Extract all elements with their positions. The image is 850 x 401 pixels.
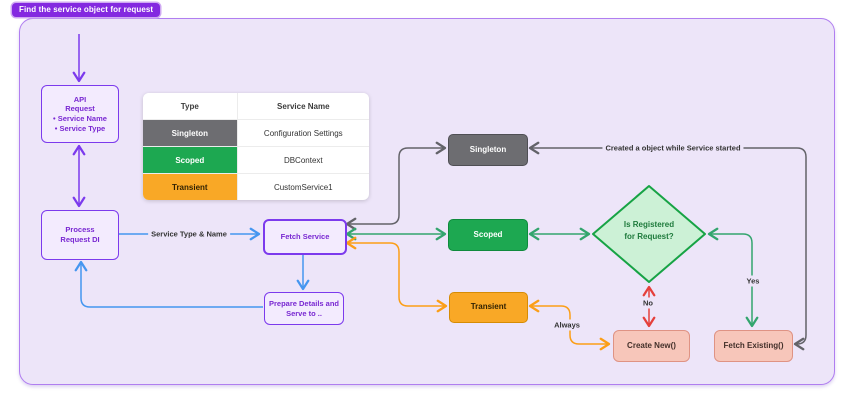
prepare-line: Serve to .. (286, 308, 322, 318)
node-singleton: Singleton (448, 134, 528, 166)
edge-label-yes: Yes (743, 275, 763, 287)
process-line: Request DI (60, 235, 100, 244)
table-row: Transient CustomService1 (143, 174, 369, 200)
scoped-label: Scoped (473, 229, 503, 239)
node-process-request-di: Process Request DI (41, 210, 119, 260)
decision-line: Is Registered (623, 220, 675, 229)
table-cell-type: Scoped (143, 147, 238, 173)
node-transient: Transient (449, 292, 528, 323)
table-header-type: Type (143, 93, 238, 119)
table-cell-service: DBContext (283, 155, 323, 165)
api-request-line: Request (65, 104, 95, 114)
table-cell-service: Configuration Settings (263, 128, 343, 138)
title-badge: Find the service object for request (12, 3, 161, 17)
table-header-row: Type Service Name (143, 93, 369, 120)
table-cell-type: Transient (143, 174, 238, 200)
api-request-bullet: • Service Name (53, 114, 107, 123)
edge-label-no: No (640, 297, 656, 309)
table-cell-service: CustomService1 (273, 182, 333, 192)
create-new-label: Create New() (627, 340, 676, 350)
connector-fetch-singleton (345, 141, 447, 231)
transient-label: Transient (470, 302, 507, 312)
singleton-label: Singleton (469, 144, 507, 154)
table-row: Singleton Configuration Settings (143, 120, 369, 147)
connector-singleton-fetch-existing (528, 141, 807, 351)
node-fetch-service: Fetch Service (263, 219, 347, 255)
node-api-request: API Request • Service Name • Service Typ… (41, 85, 119, 143)
node-create-new: Create New() (613, 330, 690, 362)
node-scoped: Scoped (448, 219, 528, 251)
connector-fetch-transient (345, 236, 448, 313)
edge-label-always: Always (551, 319, 583, 331)
prepare-line: Prepare Details and (268, 298, 340, 308)
api-request-line: API (73, 94, 87, 104)
connector-prepare-process (74, 260, 263, 308)
process-line: Process (65, 225, 95, 235)
decision-line: for Request? (624, 231, 674, 241)
table-header-service-name: Service Name (237, 93, 369, 119)
fetch-service-label: Fetch Service (280, 232, 330, 242)
node-prepare-details: Prepare Details and Serve to .. (264, 292, 344, 325)
decision-diamond-shape (592, 185, 706, 283)
edge-label-service-type-name: Service Type & Name (148, 228, 230, 240)
node-decision-label: Is Registered for Request? (593, 219, 705, 242)
api-request-bullet: • Service Type (54, 123, 106, 133)
table-cell-type: Singleton (143, 120, 238, 146)
table-row: Scoped DBContext (143, 147, 369, 174)
service-lifetime-table: Type Service Name Singleton Configuratio… (143, 93, 369, 200)
fetch-existing-label: Fetch Existing() (723, 340, 784, 350)
node-fetch-existing: Fetch Existing() (714, 330, 793, 362)
edge-label-created-object: Created a object while Service started (602, 142, 744, 154)
